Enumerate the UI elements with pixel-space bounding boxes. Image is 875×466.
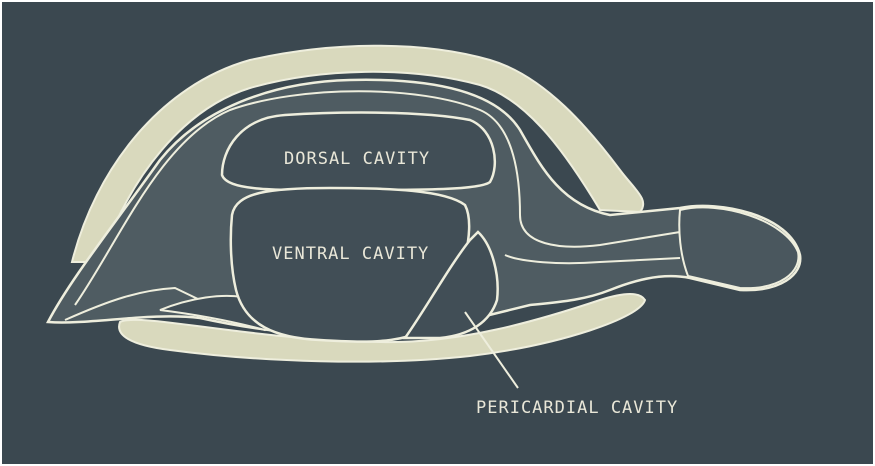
- pericardial-cavity-label: PERICARDIAL CAVITY: [476, 398, 678, 418]
- dorsal-cavity-label: DORSAL CAVITY: [284, 149, 430, 169]
- ventral-cavity-label: VENTRAL CAVITY: [272, 244, 429, 264]
